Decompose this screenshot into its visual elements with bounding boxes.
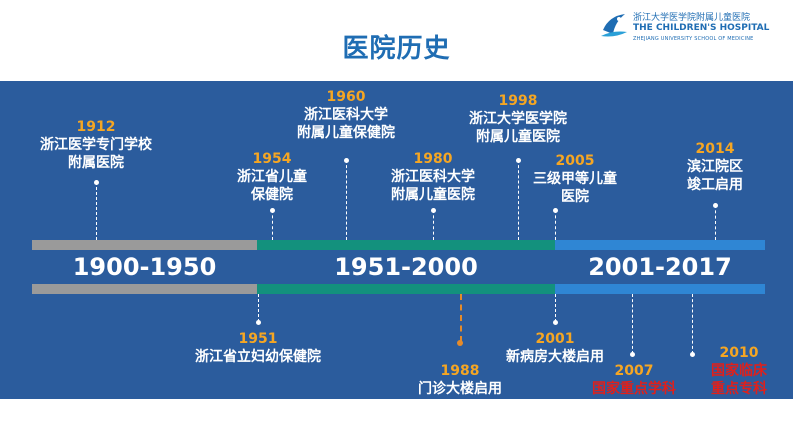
era-bar-top-1 [32,240,257,250]
event-text: 重点专科 [711,381,767,397]
era-bar-bottom-2 [257,284,555,294]
page-title: 医院历史 [342,34,451,64]
timeline-event: 1960 浙江医科大学 附属儿童保健院 [276,88,416,142]
connector-dot [431,208,436,213]
connector-dot [713,203,718,208]
timeline-event: 2014 滨江院区 竣工启用 [665,140,765,194]
connector-line [518,160,519,240]
connector-dot [457,340,463,346]
event-year: 2007 [614,363,654,379]
timeline-event: 1988 门诊大楼启用 [394,362,526,398]
era-label: 1951-2000 [334,253,478,281]
timeline-event-highlight: 2010 国家临床 重点专科 [696,344,782,398]
event-text: 三级甲等儿童 [533,171,617,187]
logo-english-name: THE CHILDREN'S HOSPITAL [633,23,770,33]
logo-subtitle: ZHEJIANG UNIVERSITY SCHOOL OF MEDICINE [633,36,754,42]
event-text: 浙江医科大学 [391,169,475,185]
connector-dot [630,352,635,357]
connector-line [272,210,273,240]
connector-line [692,294,693,354]
event-year: 1951 [238,331,278,347]
timeline-event: 2005 三级甲等儿童 医院 [510,152,640,206]
event-text: 新病房大楼启用 [506,349,604,365]
event-year: 1912 [76,119,116,135]
event-year: 1988 [440,363,480,379]
era-bar-top-3 [555,240,765,250]
event-text: 国家重点学科 [592,381,676,397]
event-text: 浙江大学医学院 [469,111,567,127]
event-year: 2001 [535,331,575,347]
timeline-event: 1954 浙江省儿童 保健院 [212,150,332,204]
connector-line [555,294,556,322]
hospital-logo-icon [601,14,627,37]
event-text: 附属儿童医院 [391,187,475,203]
timeline-event: 1912 浙江医学专门学校 附属医院 [16,118,176,172]
event-text: 国家临床 [711,363,767,379]
event-year: 1980 [413,151,453,167]
era-bar-top-2 [257,240,555,250]
timeline-event-highlight: 2007 国家重点学科 [578,362,690,398]
connector-dot [270,208,275,213]
event-text: 附属医院 [68,155,124,171]
event-year: 1998 [498,93,538,109]
event-year: 1960 [326,89,366,105]
event-text: 医院 [561,189,589,205]
event-text: 浙江医学专门学校 [40,137,152,153]
connector-dot [516,158,521,163]
timeline-event: 1951 浙江省立妇幼保健院 [166,330,350,366]
connector-line [715,205,716,240]
connector-line [258,294,259,322]
connector-line [460,294,462,342]
event-text: 滨江院区 [687,159,743,175]
connector-line [433,210,434,240]
event-text: 门诊大楼启用 [418,381,502,397]
event-text: 浙江省儿童 [237,169,307,185]
connector-line [346,160,347,240]
connector-line [632,294,633,354]
logo-chinese-name: 浙江大学医学院附属儿童医院 [633,13,751,23]
event-year: 1954 [252,151,292,167]
event-text: 附属儿童医院 [476,129,560,145]
event-text: 竣工启用 [687,177,743,193]
event-text: 附属儿童保健院 [297,125,395,141]
connector-dot [256,320,261,325]
connector-dot [553,208,558,213]
era-bar-bottom-3 [555,284,765,294]
era-label: 2001-2017 [588,253,732,281]
hospital-logo: 浙江大学医学院附属儿童医院 THE CHILDREN'S HOSPITAL ZH… [599,8,779,48]
event-year: 2005 [555,153,595,169]
event-text: 浙江省立妇幼保健院 [195,349,321,365]
era-label: 1900-1950 [72,253,217,281]
connector-line [555,210,556,240]
event-year: 2014 [695,141,735,157]
connector-line [96,182,97,240]
connector-dot [94,180,99,185]
timeline-event: 2001 新病房大楼启用 [490,330,620,366]
era-bar-bottom-1 [32,284,257,294]
event-year: 2010 [719,345,759,361]
connector-dot [344,158,349,163]
timeline-event: 1998 浙江大学医学院 附属儿童医院 [448,92,588,146]
connector-dot [690,352,695,357]
timeline-event: 1980 浙江医科大学 附属儿童医院 [368,150,498,204]
connector-dot [553,320,558,325]
event-text: 保健院 [251,187,293,203]
event-text: 浙江医科大学 [304,107,388,123]
